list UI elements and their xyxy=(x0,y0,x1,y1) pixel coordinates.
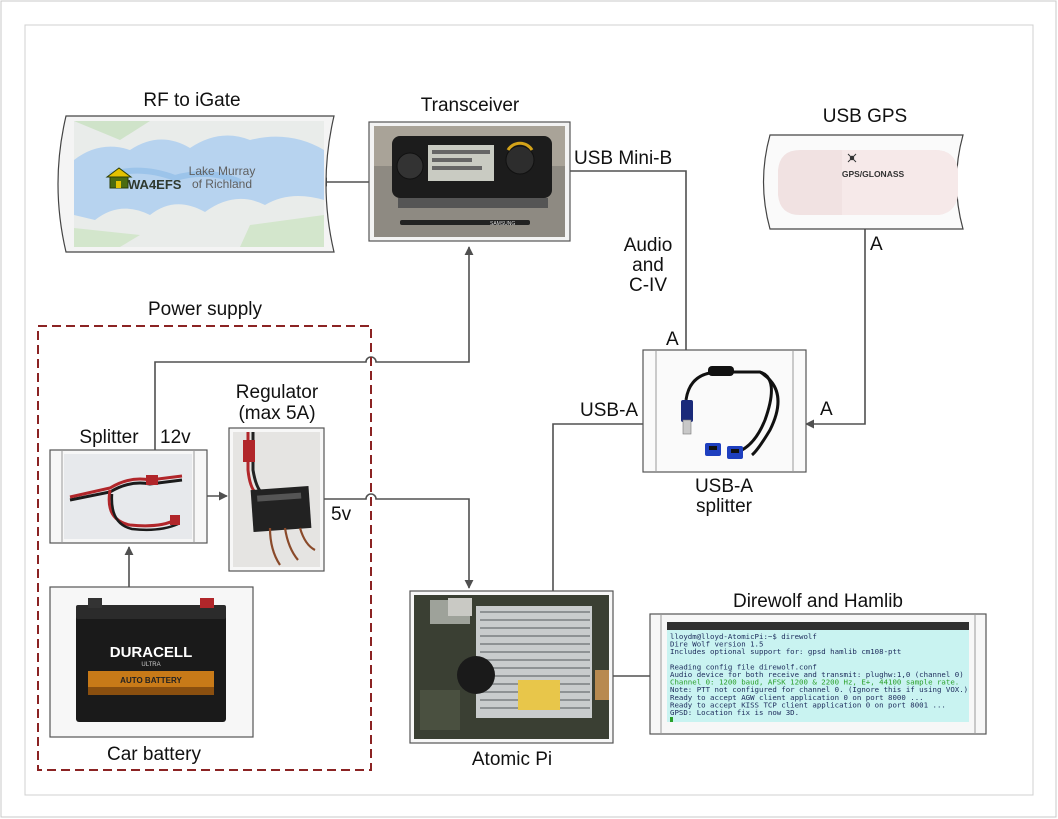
terminal-line: lloydm@lloyd-AtomicPi:~$ direwolf xyxy=(670,632,817,641)
map-callsign: WA4EFS xyxy=(128,177,182,192)
label-a-right: A xyxy=(820,399,833,420)
igate-map: WA4EFS Lake Murray of Richland xyxy=(57,115,335,253)
line-transceiver-to-splitter xyxy=(570,170,687,350)
label-usb-a: USB-A xyxy=(580,400,638,421)
label-and: and xyxy=(632,255,664,276)
terminal-line: Includes optional support for: gpsd haml… xyxy=(670,647,901,656)
inner-frame xyxy=(24,24,1034,796)
satellite-icon xyxy=(847,153,857,163)
terminal-line: Reading config file direwolf.conf xyxy=(670,662,817,671)
usb-socket-icon xyxy=(705,443,743,459)
line-splitter-to-atomicpi xyxy=(552,423,643,591)
terminal-line: Ready to accept KISS TCP client applicat… xyxy=(670,700,946,709)
battery-type: AUTO BATTERY xyxy=(120,676,182,685)
label-direwolf: Direwolf and Hamlib xyxy=(733,591,903,612)
radio-pen-brand: SAMSUNG xyxy=(490,221,515,227)
gps-device: GPS/GLONASS xyxy=(762,134,964,230)
transceiver-device: SAMSUNG xyxy=(368,121,571,242)
terminal-line: Note: PTT not configured for channel 0. … xyxy=(670,685,968,694)
power-supply-box xyxy=(37,325,372,771)
line-5v-to-atomicpi xyxy=(324,493,474,589)
label-audio: Audio xyxy=(624,235,673,256)
battery-brand: DURACELL xyxy=(110,644,193,661)
label-splitter-usb-line1: USB-A xyxy=(695,476,753,497)
label-transceiver: Transceiver xyxy=(421,95,520,116)
terminal-line: Ready to accept AGW client application 0… xyxy=(670,693,924,702)
label-a-gps: A xyxy=(870,234,883,255)
label-a-top: A xyxy=(666,329,679,350)
label-splitter-usb-line2: splitter xyxy=(696,496,753,517)
label-splitter: Splitter xyxy=(79,427,139,448)
house-icon xyxy=(105,167,133,189)
label-civ: C-IV xyxy=(629,275,667,296)
gps-label-text: GPS/GLONASS xyxy=(842,169,905,179)
label-atomic-pi: Atomic Pi xyxy=(472,749,552,770)
label-5v: 5v xyxy=(331,504,352,525)
terminal-cursor xyxy=(670,717,673,722)
label-usb-mini-b: USB Mini-B xyxy=(574,148,672,169)
label-regulator: Regulator xyxy=(236,382,319,403)
terminal-line: Channel 0: 1200 baud, AFSK 1200 & 2200 H… xyxy=(670,678,959,687)
label-rf-to-igate: RF to iGate xyxy=(143,90,240,111)
terminal-line: Audio device for both receive and transm… xyxy=(670,670,964,679)
atomic-pi-device xyxy=(409,590,614,744)
map-place-line1: Lake Murray xyxy=(189,164,256,178)
label-power-supply: Power supply xyxy=(148,299,263,320)
usb-plug-icon xyxy=(681,400,693,435)
power-splitter-device xyxy=(49,449,208,544)
map-place-line2: of Richland xyxy=(192,177,252,191)
car-battery-device: DURACELL ULTRA AUTO BATTERY xyxy=(49,586,254,738)
usb-a-splitter-device xyxy=(642,349,807,473)
label-car-battery: Car battery xyxy=(107,744,201,765)
terminal-line: Dire Wolf version 1.5 xyxy=(670,640,763,649)
regulator-device xyxy=(228,427,325,572)
line-gps-to-splitter xyxy=(805,229,866,429)
terminal-line: GPSD: Location fix is now 3D. xyxy=(670,708,799,717)
label-12v: 12v xyxy=(160,427,191,448)
label-usb-gps: USB GPS xyxy=(823,106,907,127)
battery-sub: ULTRA xyxy=(141,662,160,668)
label-regulator-max: (max 5A) xyxy=(238,403,315,424)
